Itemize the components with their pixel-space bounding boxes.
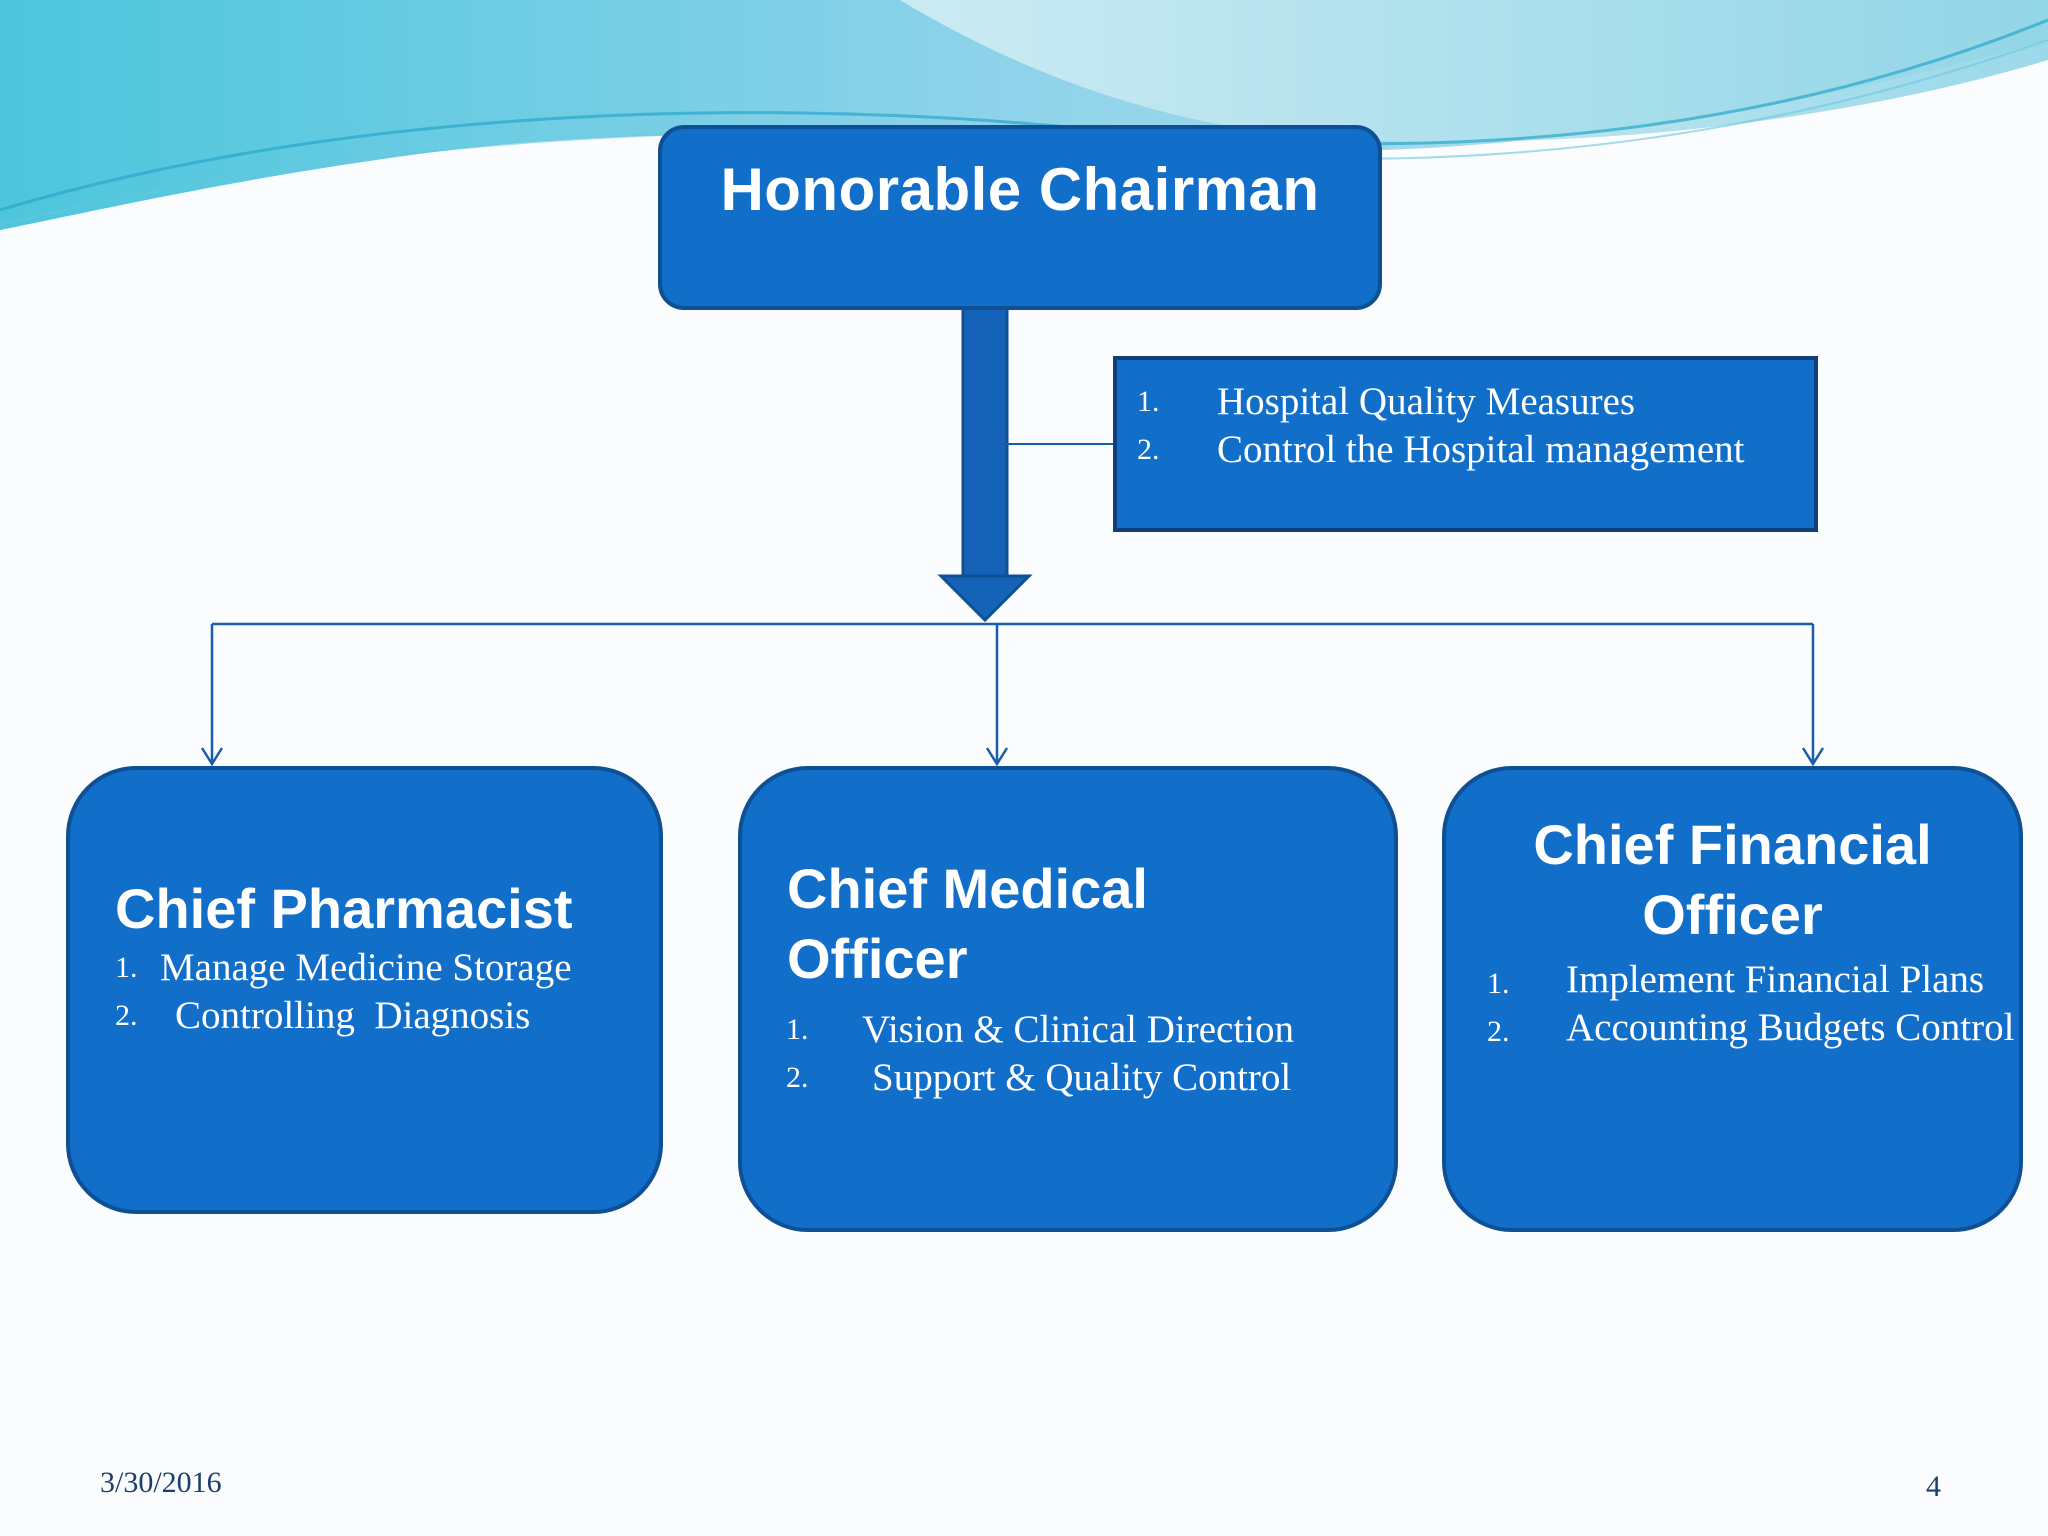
list-item: 1. Manage Medicine Storage bbox=[115, 944, 659, 992]
chairman-title: Honorable Chairman bbox=[720, 156, 1320, 223]
list-item: 1. Implement Financial Plans bbox=[1446, 956, 2019, 1004]
role-duties-list: 1. Implement Financial Plans 2. Accounting… bbox=[1446, 956, 2019, 1052]
role-title: Chief Pharmacist bbox=[115, 877, 573, 940]
item-text: Hospital Quality Measures bbox=[1217, 380, 1636, 423]
item-text: Manage Medicine Storage bbox=[160, 946, 572, 989]
list-item: 1. Hospital Quality Measures bbox=[1117, 378, 1814, 426]
item-number: 1. bbox=[1137, 385, 1160, 418]
list-item: 2. Control the Hospital management bbox=[1117, 426, 1814, 474]
item-number: 2. bbox=[115, 999, 138, 1032]
chairman-box: Honorable Chairman bbox=[658, 125, 1382, 310]
item-number: 1. bbox=[1487, 967, 1510, 1000]
item-text: Support & Quality Control bbox=[872, 1056, 1292, 1099]
item-number: 2. bbox=[786, 1061, 809, 1094]
item-text: Implement Financial Plans bbox=[1566, 958, 1985, 1001]
arrow-financial-icon bbox=[1801, 747, 1825, 767]
list-item: 2. Accounting Budgets Control bbox=[1446, 1004, 2019, 1052]
chief-pharmacist-box: Chief Pharmacist 1. Manage Medicine Stora… bbox=[66, 766, 663, 1214]
item-number: 2. bbox=[1487, 1015, 1510, 1048]
item-text: Vision & Clinical Direction bbox=[862, 1008, 1295, 1051]
item-text: Accounting Budgets Control bbox=[1566, 1006, 2015, 1049]
item-number: 2. bbox=[1137, 433, 1160, 466]
role-duties-list: 1. Manage Medicine Storage 2. Controlling … bbox=[70, 944, 659, 1040]
chairman-duties-list: 1. Hospital Quality Measures 2. Control th… bbox=[1117, 378, 1814, 474]
role-duties-list: 1. Vision & Clinical Direction 2. Support … bbox=[742, 1006, 1394, 1102]
role-title: Chief Medical Officer bbox=[787, 857, 1148, 990]
list-item: 2. Controlling Diagnosis bbox=[115, 992, 659, 1040]
item-number: 1. bbox=[115, 951, 138, 984]
chief-medical-officer-box: Chief Medical Officer 1. Vision & Clinica… bbox=[738, 766, 1398, 1232]
item-text: Control the Hospital management bbox=[1217, 428, 1745, 471]
role-title: Chief Financial Officer bbox=[1533, 813, 1932, 946]
item-text: Controlling Diagnosis bbox=[175, 994, 531, 1037]
arrow-pharmacist-icon bbox=[200, 747, 224, 767]
list-item: 2. Support & Quality Control bbox=[742, 1054, 1394, 1102]
main-arrow-head bbox=[937, 574, 1033, 623]
header-wave-decoration bbox=[0, 0, 2048, 230]
item-number: 1. bbox=[786, 1013, 809, 1046]
slide-date: 3/30/2016 bbox=[100, 1466, 222, 1499]
chairman-duties-box: 1. Hospital Quality Measures 2. Control th… bbox=[1113, 356, 1818, 532]
slide-page-number: 4 bbox=[1926, 1470, 1941, 1503]
chief-financial-officer-box: Chief Financial Officer 1. Implement Fina… bbox=[1442, 766, 2023, 1232]
arrow-medical-icon bbox=[985, 747, 1009, 767]
list-item: 1. Vision & Clinical Direction bbox=[742, 1006, 1394, 1054]
